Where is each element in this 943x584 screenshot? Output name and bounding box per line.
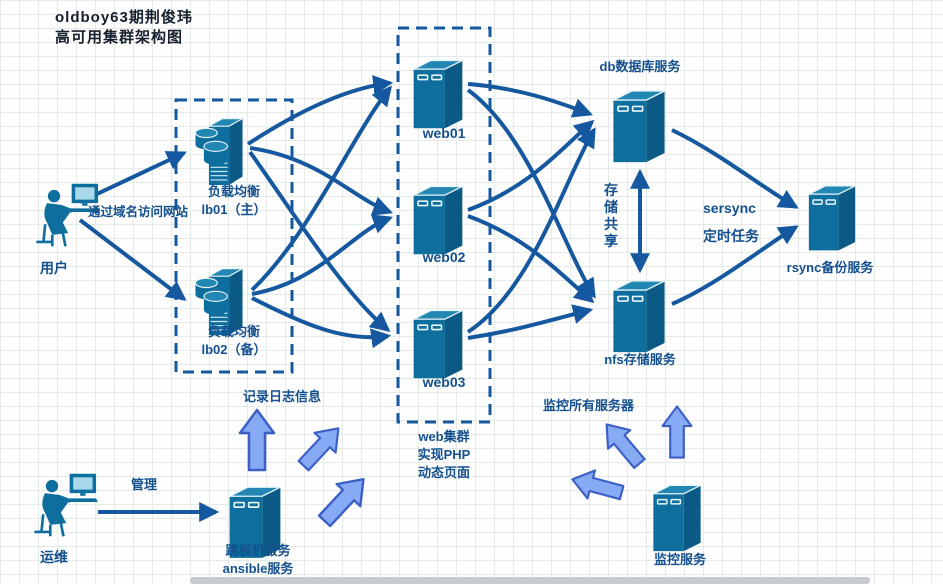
block-arrow-log-diag1: [291, 417, 351, 477]
edge-web01-db: [467, 82, 593, 118]
edge-lb02-web03: [251, 296, 392, 349]
monitor-all-label: 监控所有服务器: [543, 398, 635, 413]
monitor-label: 监控服务: [653, 552, 706, 567]
db-server-icon: [612, 90, 666, 164]
edge-web01-nfs: [466, 88, 596, 299]
lb-group-box: [174, 98, 294, 374]
edge-lb02-web02: [251, 214, 394, 296]
access-edge-label: 通过域名访问网站: [88, 205, 189, 219]
edge-db-rsync: [671, 128, 799, 209]
web01-label: web01: [422, 125, 466, 141]
storage-share-label: 存储共享: [604, 182, 618, 249]
rsync-server-icon: [808, 185, 856, 252]
web-cluster-note: web集群 实现PHP 动态页面: [417, 429, 471, 480]
web02-server-icon: [412, 185, 464, 256]
web03-label: web03: [422, 374, 466, 390]
horizontal-scrollbar-thumb[interactable]: [190, 577, 870, 584]
monitor-server-icon: [652, 484, 702, 552]
ops-user-icon: [34, 472, 100, 539]
manage-edge-label: 管理: [131, 477, 158, 492]
user-label: 用户: [40, 260, 68, 276]
ops-label: 运维: [40, 549, 68, 565]
web02-label: web02: [422, 249, 466, 265]
db-label: db数据库服务: [599, 59, 681, 74]
diagram-title: oldboy63期荆俊玮 高可用集群架构图: [55, 9, 193, 46]
edge-user-lb02: [78, 218, 187, 301]
web03-server-icon: [412, 309, 464, 380]
edge-lb01-web03: [248, 150, 391, 333]
edge-nfs-rsync: [671, 225, 799, 306]
block-arrow-log-diag2: [311, 466, 377, 534]
log-note-label: 记录日志信息: [243, 389, 322, 404]
lb01-loadbalancer-icon: [194, 118, 244, 186]
edge-lb02-web01: [250, 85, 393, 292]
block-arrow-monitor-up: [661, 405, 693, 459]
nfs-server-icon: [612, 280, 666, 354]
jumpbox-label: 跳板机服务 ansible服务: [222, 543, 294, 576]
nfs-label: nfs存储服务: [604, 352, 676, 367]
block-arrow-monitor-left: [567, 464, 627, 508]
block-arrow-monitor-diag: [594, 414, 652, 474]
web01-server-icon: [412, 59, 464, 130]
edge-web03-db: [466, 127, 596, 334]
edge-lb01-web01: [246, 75, 394, 146]
lb01-label: 负载均衡 lb01（主）: [201, 184, 267, 217]
edge-web02-nfs: [467, 214, 595, 304]
lb02-label: 负载均衡 lb02（备）: [201, 324, 267, 357]
sersync-label: sersync 定时任务: [703, 200, 759, 244]
block-arrow-log-up: [238, 408, 276, 472]
rsync-label: rsync备份服务: [786, 260, 874, 275]
edge-web03-nfs: [467, 304, 594, 340]
